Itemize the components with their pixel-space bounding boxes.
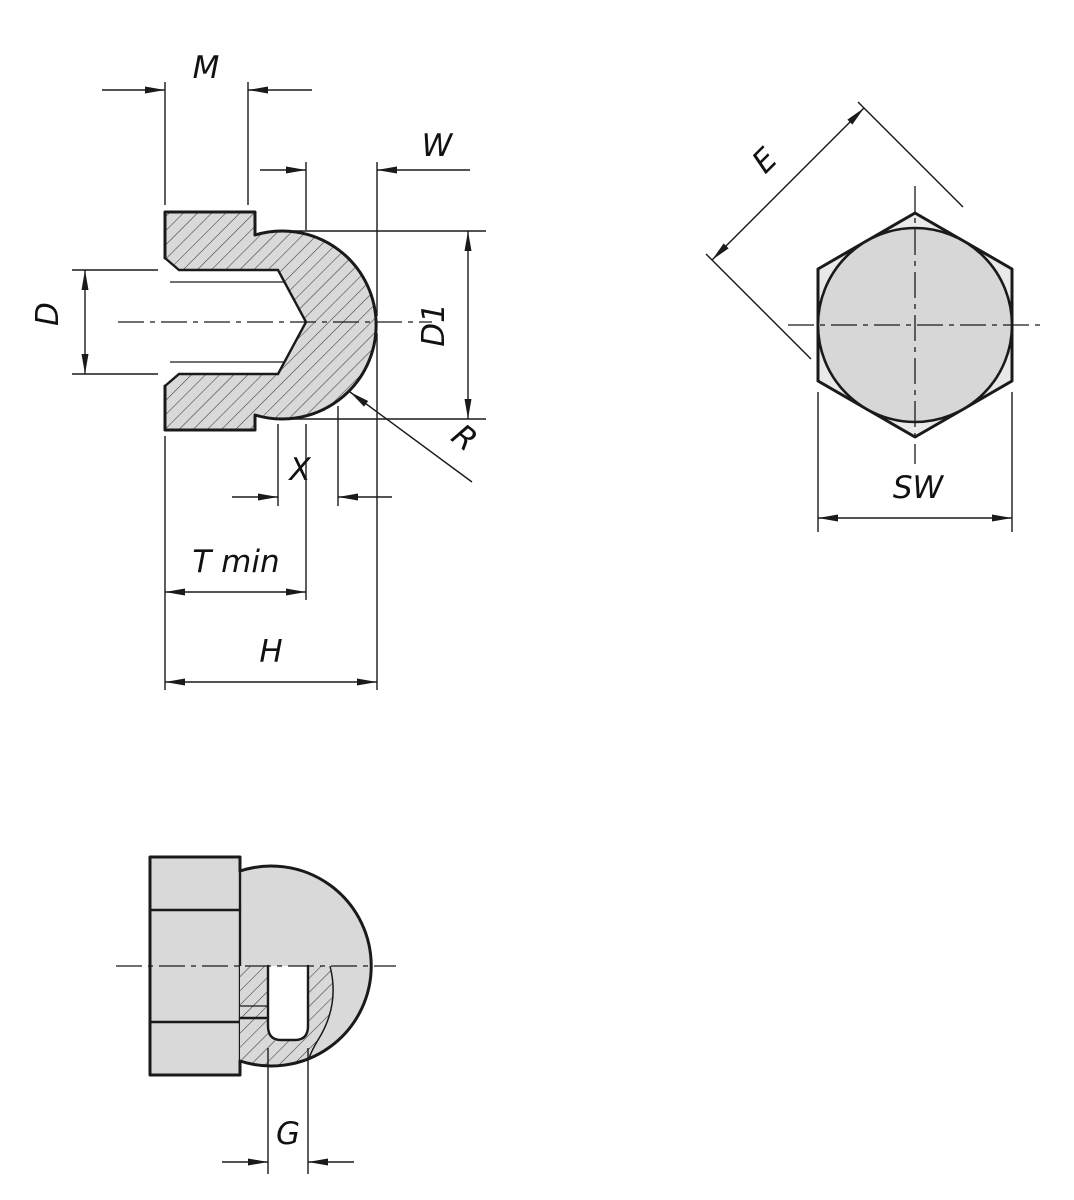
dim-wall: W	[260, 128, 470, 316]
extension-line	[857, 101, 964, 208]
dim-clearance: X	[232, 406, 392, 506]
arrowhead	[350, 392, 369, 407]
arrowhead	[286, 588, 306, 596]
arrowhead	[286, 166, 306, 174]
dim-height: H	[165, 333, 378, 690]
arrowhead	[81, 270, 89, 290]
arrowhead	[338, 493, 358, 501]
arrowhead	[165, 588, 185, 596]
dim-label-across-flats: SW	[893, 470, 945, 506]
dim-thread-depth: T min	[164, 424, 307, 690]
arrowhead	[818, 514, 838, 522]
section-outline	[163, 210, 378, 432]
extension-line	[705, 253, 812, 360]
dim-label-clearance: X	[287, 452, 311, 488]
dim-label-across-corners: E	[745, 141, 785, 181]
arrowhead	[377, 166, 397, 174]
dim-thread-size: M	[102, 50, 312, 205]
arrowhead	[145, 86, 165, 94]
dim-label-undercut: G	[276, 1116, 300, 1152]
arrowhead	[308, 1158, 328, 1166]
arrowhead	[248, 1158, 268, 1166]
dim-label-cap-diameter: D1	[416, 303, 452, 347]
dim-label-height: H	[259, 634, 282, 670]
section-view: M W D D1	[30, 50, 486, 690]
arrowhead	[258, 493, 278, 501]
arrowhead	[357, 678, 377, 686]
dim-radius: R	[349, 391, 484, 483]
dim-label-radius: R	[445, 417, 484, 459]
undercut-groove-edge	[266, 964, 310, 1042]
leader-line	[349, 391, 473, 483]
threaded-bore	[165, 258, 306, 386]
dim-bore: D	[30, 269, 158, 375]
dim-line	[711, 107, 865, 261]
arrowhead	[847, 108, 864, 125]
dim-cap-diameter: D1	[293, 230, 486, 420]
undercut-groove	[268, 966, 308, 1040]
dim-label-thread-depth: T min	[192, 544, 279, 580]
dim-label-bore: D	[30, 302, 66, 326]
arrowhead	[81, 354, 89, 374]
dim-label-thread-size: M	[193, 50, 220, 86]
hex-end-view: E SW	[705, 101, 1042, 532]
arrowhead	[464, 231, 472, 251]
break-line	[308, 965, 334, 1059]
dim-undercut: G	[222, 1048, 354, 1174]
arrowhead	[464, 399, 472, 419]
arrowhead	[992, 514, 1012, 522]
arrowhead	[248, 86, 268, 94]
side-view-outline	[148, 855, 373, 1077]
side-partial-section-view: G	[116, 855, 396, 1174]
dim-across-flats: SW	[817, 392, 1013, 532]
dim-label-wall: W	[422, 128, 454, 164]
arrowhead	[165, 678, 185, 686]
arrowhead	[712, 243, 729, 260]
